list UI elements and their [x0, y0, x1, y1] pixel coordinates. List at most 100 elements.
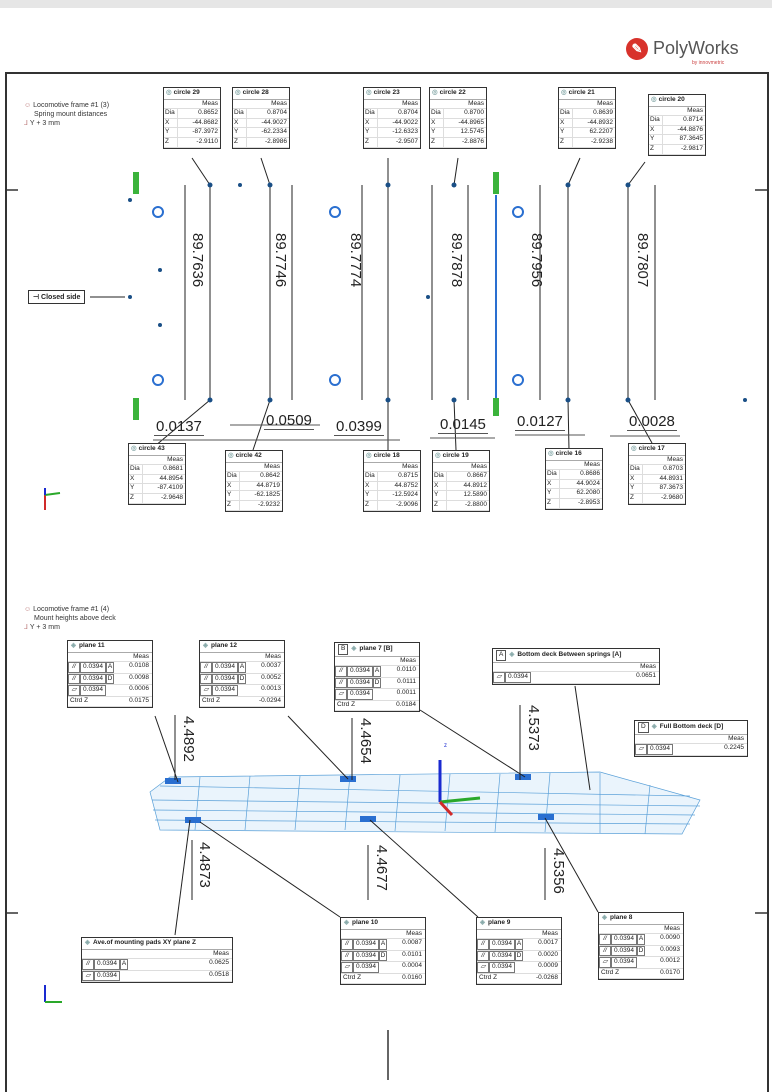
parallelism-icon: // [68, 673, 80, 685]
measured-value: 0.0101 [402, 950, 422, 958]
datum-ref: D [238, 673, 246, 685]
flatness-icon: ▱ [635, 744, 647, 755]
row-label: Z [164, 137, 178, 147]
ctrd-z-row: Ctrd Z-0.0294 [200, 697, 284, 707]
axis-gizmo-center [438, 760, 481, 817]
datum-ref: D [379, 950, 387, 962]
callout-title: ◎circle 19 [433, 451, 489, 463]
tolerance-value: 0.0394 [611, 945, 637, 957]
row-label: Dia [364, 472, 378, 481]
tolerance-value: 0.0394 [212, 685, 238, 696]
section2-offset: Y + 3 mm [29, 624, 60, 631]
closed-side-label[interactable]: ⊣ Closed side [28, 290, 86, 304]
tolerance-value: 0.0394 [347, 689, 373, 700]
row-label: Z [364, 500, 378, 510]
callout-title: ◈plane 11 [68, 641, 152, 653]
axis-gizmo-bottom [44, 985, 62, 1003]
tolerance-value: 0.0394 [347, 666, 373, 677]
row-label: Dia [364, 109, 378, 118]
row-label: Ctrd Z [337, 700, 356, 708]
callout-bottom-deck-between-springs[interactable]: A◈Bottom deck Between springs [A]Meas▱0.… [492, 648, 660, 685]
dim-4-5356: 4.5356 [550, 848, 567, 894]
circle-feature-icon: ◎ [651, 96, 657, 103]
flatness-icon: ▱ [341, 962, 353, 973]
tolerance-value: 0.0394 [80, 662, 106, 673]
row-label: Dia [164, 109, 178, 118]
row-value: 12.5745 [460, 128, 485, 136]
callout-title: ◎circle 42 [226, 451, 282, 463]
circle-feature-icon: ◎ [435, 452, 441, 459]
row-value: -62.1825 [254, 491, 280, 499]
flatness-icon: ▱ [493, 672, 505, 683]
window-top-bar [0, 0, 772, 8]
parallelism-icon: // [68, 662, 80, 673]
callout-title: ◎circle 29 [164, 88, 220, 100]
row-value: 44.8752 [394, 481, 419, 489]
meas-header: Meas [233, 100, 289, 110]
row-value: -44.9022 [392, 118, 418, 126]
measured-value: 0.0111 [397, 677, 416, 685]
circle-name: circle 22 [439, 89, 466, 96]
row-value: -2.9232 [257, 500, 280, 508]
measurement-row-y: Y-62.1825 [226, 491, 282, 501]
circle-feature-icon: ◎ [631, 445, 637, 452]
measurement-row-x: X-44.8965 [430, 118, 486, 129]
meas-header: Meas [164, 100, 220, 110]
ctrd-z-row: Ctrd Z-0.0268 [477, 974, 561, 984]
row-value: 44.9024 [576, 479, 601, 487]
measured-value: 0.0093 [660, 945, 680, 953]
meas-header: Meas [493, 663, 659, 673]
dim-89-7746: 89.7746 [272, 233, 289, 288]
row-label: Y [546, 489, 560, 498]
callout-title: ◎circle 43 [129, 444, 185, 456]
measurement-row-z: Z-2.9110 [164, 137, 220, 148]
measurement-row-z: Z-2.9238 [559, 137, 615, 148]
section1-title: Locomotive frame #1 (3) [33, 102, 110, 109]
measured-value: 0.0020 [538, 950, 558, 958]
meas-header: Meas [364, 463, 420, 473]
row-label: X [649, 125, 663, 135]
row-label: Z [233, 137, 247, 147]
wrench-logo-icon: ✎ [626, 38, 648, 60]
row-value: -12.6323 [392, 128, 418, 136]
meas-header: Meas [546, 461, 602, 471]
callout-title: ◎circle 21 [559, 88, 615, 100]
measurement-row-y: Y-87.3972 [164, 128, 220, 138]
parallelism-icon: // [335, 677, 347, 689]
plane-feature-icon: ◈ [602, 914, 607, 921]
measured-value: 0.0108 [129, 662, 149, 670]
